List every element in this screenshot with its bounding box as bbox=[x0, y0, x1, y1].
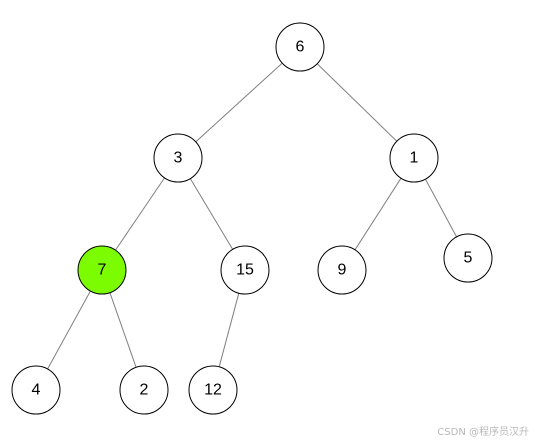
tree-node-7: 7 bbox=[77, 245, 127, 295]
edge-n6-n1 bbox=[316, 63, 398, 142]
tree-node-5: 5 bbox=[443, 233, 493, 283]
node-circle bbox=[443, 233, 493, 283]
tree-node-4: 4 bbox=[11, 365, 61, 415]
node-label: 15 bbox=[236, 262, 254, 279]
tree-node-12: 12 bbox=[188, 365, 238, 415]
tree-node-15: 15 bbox=[220, 245, 270, 295]
node-circle bbox=[153, 133, 203, 183]
node-circle bbox=[77, 245, 127, 295]
watermark: CSDN @程序员汉升 bbox=[437, 427, 529, 438]
node-label: 3 bbox=[174, 150, 183, 167]
node-label: 7 bbox=[98, 262, 107, 279]
node-circle bbox=[119, 365, 169, 415]
edge-n7-n2 bbox=[109, 292, 137, 368]
node-label: 5 bbox=[464, 250, 473, 267]
tree-node-2: 2 bbox=[119, 365, 169, 415]
node-label: 6 bbox=[296, 39, 305, 56]
tree-nodes: 6 3 1 7 15 9 5 4 2 12 bbox=[11, 22, 493, 415]
tree-node-6: 6 bbox=[275, 22, 325, 72]
node-label: 9 bbox=[338, 262, 347, 279]
edge-n1-n9 bbox=[354, 177, 402, 251]
edge-n7-n4 bbox=[47, 290, 91, 370]
node-circle bbox=[188, 365, 238, 415]
tree-node-3: 3 bbox=[153, 133, 203, 183]
node-circle bbox=[317, 245, 367, 295]
node-circle bbox=[275, 22, 325, 72]
edge-n15-n12 bbox=[218, 293, 240, 367]
edge-n6-n3 bbox=[195, 62, 283, 143]
edge-n3-n15 bbox=[189, 178, 234, 250]
edge-n3-n7 bbox=[115, 177, 165, 251]
tree-node-1: 1 bbox=[389, 133, 439, 183]
node-circle bbox=[11, 365, 61, 415]
node-label: 1 bbox=[410, 150, 419, 167]
tree-node-9: 9 bbox=[317, 245, 367, 295]
node-circle bbox=[220, 245, 270, 295]
node-label: 4 bbox=[32, 382, 41, 399]
node-label: 12 bbox=[204, 382, 222, 399]
node-circle bbox=[389, 133, 439, 183]
tree-edges bbox=[47, 62, 458, 370]
node-label: 2 bbox=[140, 382, 149, 399]
edge-n1-n5 bbox=[424, 178, 458, 238]
